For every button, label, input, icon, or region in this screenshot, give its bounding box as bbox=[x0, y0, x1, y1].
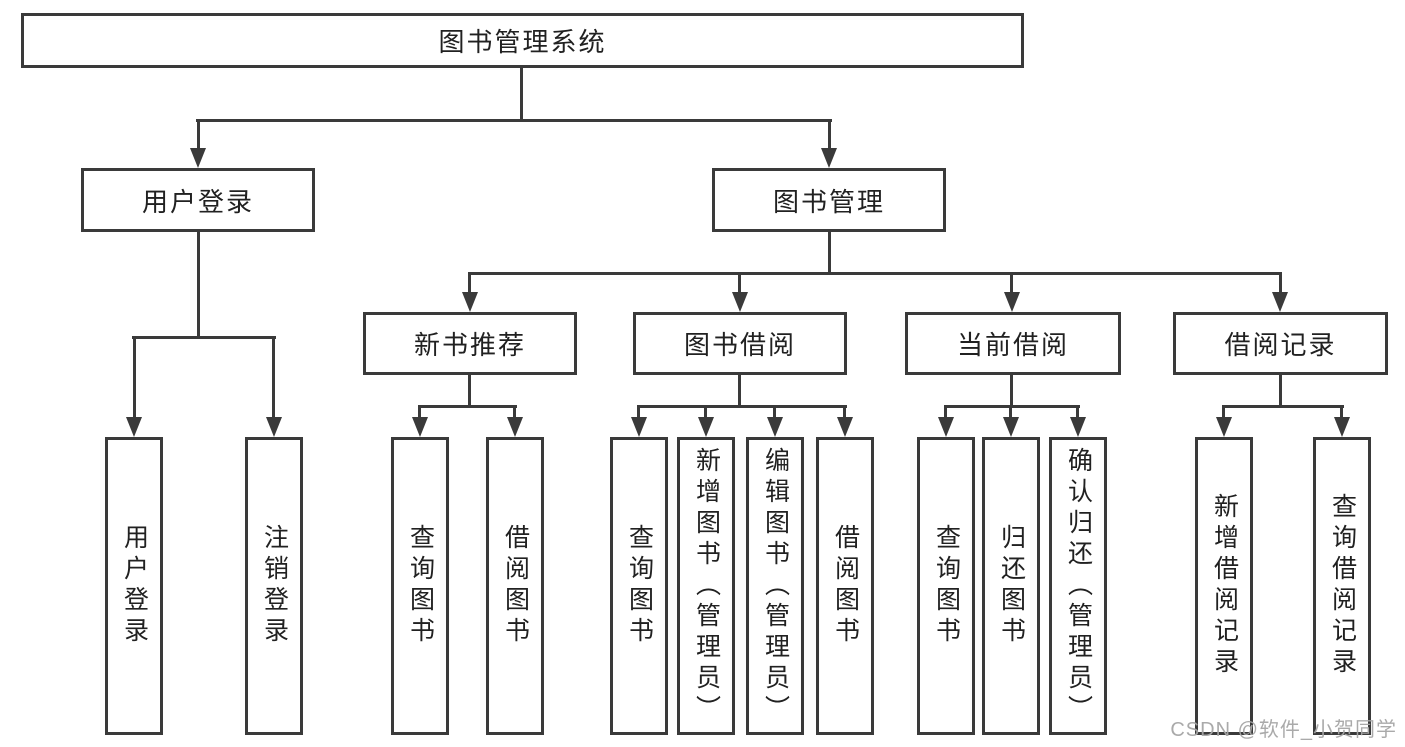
node-borrow-records: 借阅记录 bbox=[1173, 312, 1388, 375]
connector-borrow-records-rail bbox=[1222, 405, 1344, 408]
node-leaf-add-borrow-record-label: 新增借阅记录 bbox=[1210, 493, 1239, 679]
arrowhead-current-borrow bbox=[1004, 292, 1020, 312]
connector-user-login-drop bbox=[197, 119, 200, 152]
connector-cb-query-drop bbox=[944, 405, 947, 421]
connector-cb-confirm-drop bbox=[1076, 405, 1079, 421]
node-leaf-query-books-3: 查询图书 bbox=[917, 437, 975, 735]
node-user-login: 用户登录 bbox=[81, 168, 315, 232]
node-leaf-user-login-label: 用户登录 bbox=[120, 524, 149, 648]
node-root: 图书管理系统 bbox=[21, 13, 1024, 68]
node-leaf-query-books-2-label: 查询图书 bbox=[625, 524, 654, 648]
connector-new-books-stem bbox=[468, 375, 471, 407]
arrowhead-bb-edit bbox=[767, 417, 783, 437]
arrowhead-cb-confirm bbox=[1070, 417, 1086, 437]
connector-user-login-rail bbox=[132, 336, 276, 339]
connector-book-mgmt-drop bbox=[828, 119, 831, 152]
arrowhead-user-login bbox=[190, 148, 206, 168]
connector-current-borrow-stem bbox=[1010, 375, 1013, 407]
node-leaf-borrow-books-1-label: 借阅图书 bbox=[501, 524, 530, 648]
node-leaf-query-borrow-record-label: 查询借阅记录 bbox=[1328, 493, 1357, 679]
arrowhead-cb-query bbox=[938, 417, 954, 437]
node-leaf-user-login: 用户登录 bbox=[105, 437, 163, 735]
node-leaf-query-borrow-record: 查询借阅记录 bbox=[1313, 437, 1371, 735]
node-leaf-query-books-1-label: 查询图书 bbox=[406, 524, 435, 648]
node-leaf-add-books-admin: 新增图书（管理员） bbox=[677, 437, 735, 735]
node-leaf-edit-books-admin-label: 编辑图书（管理员） bbox=[761, 446, 790, 726]
node-book-management-label: 图书管理 bbox=[772, 186, 885, 217]
arrowhead-bb-query bbox=[631, 417, 647, 437]
arrowhead-leaf-logout bbox=[266, 417, 282, 437]
node-book-management: 图书管理 bbox=[712, 168, 946, 232]
connector-nb-borrow-drop bbox=[513, 405, 516, 421]
connector-bb-edit-drop bbox=[773, 405, 776, 421]
node-leaf-borrow-books-2: 借阅图书 bbox=[816, 437, 874, 735]
arrowhead-cb-return bbox=[1003, 417, 1019, 437]
node-leaf-add-borrow-record: 新增借阅记录 bbox=[1195, 437, 1253, 735]
connector-new-books-rail bbox=[418, 405, 517, 408]
arrowhead-br-add bbox=[1216, 417, 1232, 437]
connector-cb-return-drop bbox=[1009, 405, 1012, 421]
connector-leaf-login-drop bbox=[133, 336, 136, 421]
arrowhead-nb-query bbox=[412, 417, 428, 437]
connector-nb-query-drop bbox=[418, 405, 421, 421]
node-user-login-label: 用户登录 bbox=[141, 186, 254, 217]
arrowhead-nb-borrow bbox=[507, 417, 523, 437]
connector-bb-add-drop bbox=[704, 405, 707, 421]
node-leaf-add-books-admin-label: 新增图书（管理员） bbox=[692, 446, 721, 726]
node-leaf-edit-books-admin: 编辑图书（管理员） bbox=[746, 437, 804, 735]
node-new-book-recommend-label: 新书推荐 bbox=[413, 330, 526, 360]
node-book-borrow: 图书借阅 bbox=[633, 312, 847, 375]
connector-leaf-logout-drop bbox=[272, 336, 275, 421]
connector-current-borrow-drop bbox=[1010, 272, 1013, 296]
node-leaf-logout-label: 注销登录 bbox=[260, 524, 289, 648]
connector-borrow-records-drop bbox=[1279, 272, 1282, 296]
connector-current-borrow-rail bbox=[944, 405, 1080, 408]
node-leaf-query-books-1: 查询图书 bbox=[391, 437, 449, 735]
node-borrow-records-label: 借阅记录 bbox=[1224, 330, 1337, 360]
connector-level3-rail bbox=[468, 272, 1282, 275]
connector-book-mgmt-stem bbox=[828, 232, 831, 275]
node-leaf-borrow-books-1: 借阅图书 bbox=[486, 437, 544, 735]
node-leaf-return-books: 归还图书 bbox=[982, 437, 1040, 735]
connector-borrow-records-stem bbox=[1279, 375, 1282, 407]
arrowhead-bb-borrow bbox=[837, 417, 853, 437]
arrowhead-borrow-records bbox=[1272, 292, 1288, 312]
csdn-watermark: CSDN @软件_小贺同学 bbox=[1170, 719, 1397, 741]
arrowhead-book-borrow bbox=[732, 292, 748, 312]
arrowhead-book-mgmt bbox=[821, 148, 837, 168]
node-leaf-confirm-return-admin-label: 确认归还（管理员） bbox=[1064, 446, 1093, 726]
connector-br-query-drop bbox=[1340, 405, 1343, 421]
connector-br-add-drop bbox=[1222, 405, 1225, 421]
node-book-borrow-label: 图书借阅 bbox=[683, 330, 796, 360]
connector-bb-query-drop bbox=[637, 405, 640, 421]
node-current-borrow: 当前借阅 bbox=[905, 312, 1121, 375]
node-leaf-query-books-2: 查询图书 bbox=[610, 437, 668, 735]
node-new-book-recommend: 新书推荐 bbox=[363, 312, 577, 375]
node-current-borrow-label: 当前借阅 bbox=[956, 330, 1069, 360]
connector-level2-rail bbox=[196, 119, 832, 122]
connector-new-books-drop bbox=[468, 272, 471, 296]
node-leaf-return-books-label: 归还图书 bbox=[997, 524, 1026, 648]
connector-root-stem bbox=[520, 68, 523, 122]
node-leaf-borrow-books-2-label: 借阅图书 bbox=[831, 524, 860, 648]
node-root-label: 图书管理系统 bbox=[438, 27, 607, 57]
connector-book-borrow-rail bbox=[637, 405, 847, 408]
arrowhead-new-books bbox=[462, 292, 478, 312]
node-leaf-confirm-return-admin: 确认归还（管理员） bbox=[1049, 437, 1107, 735]
arrowhead-leaf-login bbox=[126, 417, 142, 437]
connector-user-login-stem bbox=[197, 232, 200, 339]
arrowhead-br-query bbox=[1334, 417, 1350, 437]
connector-bb-borrow-drop bbox=[843, 405, 846, 421]
node-leaf-logout: 注销登录 bbox=[245, 437, 303, 735]
connector-book-borrow-stem bbox=[738, 375, 741, 407]
arrowhead-bb-add bbox=[698, 417, 714, 437]
connector-book-borrow-drop bbox=[738, 272, 741, 296]
node-leaf-query-books-3-label: 查询图书 bbox=[932, 524, 961, 648]
